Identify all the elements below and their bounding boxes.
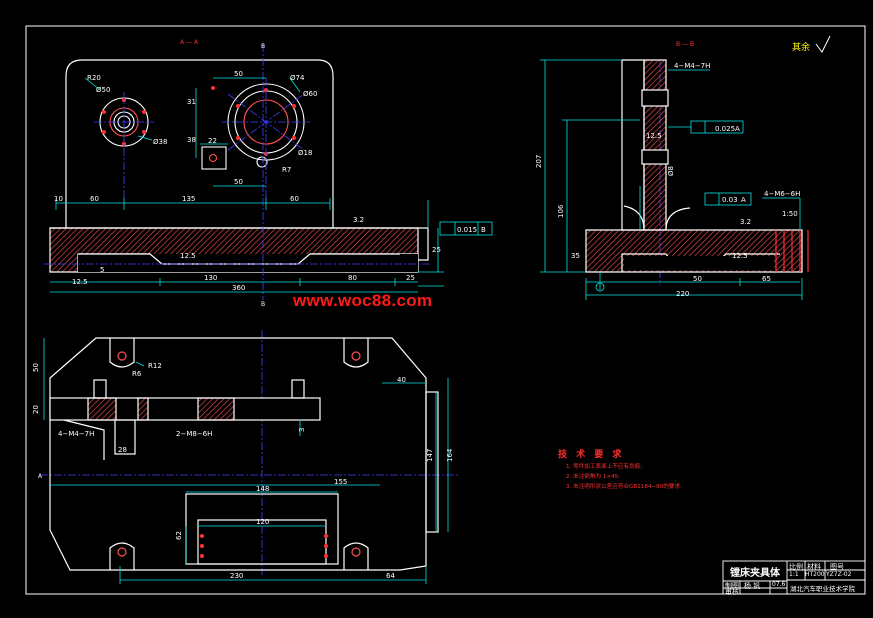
small-slot — [201, 146, 268, 170]
dim-80: 80 — [348, 274, 357, 282]
drawing-frame — [25, 25, 866, 595]
dim-d38: Ø38 — [153, 138, 167, 146]
dim-4-m4-plan: 4−M4−7H — [58, 430, 94, 438]
title-block-name: 镗床夹具体 — [730, 568, 780, 579]
dim-120: 120 — [256, 518, 269, 526]
dim-230: 230 — [230, 572, 243, 580]
dim-22: 22 — [208, 137, 217, 145]
dim-50-plan: 50 — [32, 363, 40, 372]
dim-31: 31 — [187, 98, 196, 106]
dim-12-5-side: 12.5 — [646, 132, 662, 140]
front-dim-texts: R20 Ø50 Ø38 50 Ø74 Ø60 31 38 22 50 Ø18 R… — [54, 70, 486, 292]
dim-38: 38 — [187, 136, 196, 144]
section-b-top: B — [261, 43, 265, 50]
dim-155: 155 — [334, 478, 347, 486]
dim-50-bottom: 50 — [234, 178, 243, 186]
dim-tol-0-03: 0.03 — [722, 196, 738, 204]
dim-datum-b: B — [481, 226, 486, 234]
dim-r6: R6 — [132, 370, 142, 378]
tech-requirements-title: 技 术 要 求 — [558, 450, 625, 460]
dim-25: 25 — [406, 274, 415, 282]
plan-holes — [200, 534, 328, 558]
title-block-checked-label: 审核 — [725, 588, 739, 596]
section-a-left: A — [38, 473, 43, 480]
rest-roughness-label: 其余 — [792, 41, 810, 53]
dim-65: 65 — [762, 275, 771, 283]
dim-207: 207 — [535, 155, 543, 168]
dim-d74: Ø74 — [290, 74, 305, 82]
title-block-frame — [722, 560, 866, 595]
plan-view — [49, 337, 439, 571]
dim-d60: Ø60 — [303, 90, 317, 98]
dim-tol-0-015: 0.015 — [457, 226, 477, 234]
dim-106: 106 — [557, 204, 565, 218]
title-block-drawing-no-value: YZ7Z-02 — [826, 571, 852, 578]
dim-130: 130 — [204, 274, 217, 282]
dim-3-2-side: 3.2 — [740, 218, 751, 226]
front-dimension-lines — [50, 77, 493, 293]
dim-25-v: 25 — [432, 246, 441, 254]
title-block-drawn-name: 杨 钒 — [744, 582, 761, 590]
title-block-material-label: 材料 — [807, 563, 821, 571]
dim-5: 5 — [100, 266, 104, 274]
dim-60-left: 60 — [90, 195, 99, 203]
dim-360: 360 — [232, 284, 245, 292]
dim-3-plan: 3 — [298, 428, 306, 432]
dim-datum-a: A — [735, 125, 740, 133]
plan-dim-texts: 50 R12 R6 20 40 4−M4−7H 2−M8−6H 28 147 1… — [32, 362, 454, 580]
dim-r7: R7 — [282, 166, 291, 174]
dim-50-top: 50 — [234, 70, 243, 78]
dim-10: 10 — [54, 195, 63, 203]
dim-d50: Ø50 — [96, 86, 110, 94]
dim-60-right: 60 — [290, 195, 299, 203]
side-dim-texts: 4−M4−7H 0.025 A 12.5 207 106 35 4−M6−6H … — [535, 62, 800, 298]
dim-20: 20 — [32, 405, 40, 414]
dim-datum-a-2: A — [741, 196, 746, 204]
watermark-url: www.woc88.com — [293, 291, 433, 310]
dim-147: 147 — [426, 449, 434, 462]
dim-50-side: 50 — [693, 275, 702, 283]
dim-r12: R12 — [148, 362, 162, 370]
dim-d8: Ø8 — [667, 166, 675, 176]
dim-148: 148 — [256, 485, 269, 493]
tech-requirement-1: 1. 零件加工表面上不应有划痕; — [566, 464, 643, 470]
title-block-drawn-date: 07.6 — [772, 581, 786, 588]
dim-64: 64 — [386, 572, 395, 580]
dim-d18: Ø18 — [298, 149, 312, 157]
title-block-drawn-label: 制图 — [725, 582, 739, 590]
title-block-school: 湖北汽车职业技术学院 — [790, 585, 855, 593]
plan-dimension-lines — [43, 338, 449, 584]
section-b-bottom: B — [261, 301, 265, 308]
dim-12-5-front: 12.5 — [180, 252, 196, 260]
title-block-drawing-no-label: 图号 — [830, 563, 844, 571]
dim-135: 135 — [182, 195, 195, 203]
dim-4-m4: 4−M4−7H — [674, 62, 710, 70]
dim-28: 28 — [118, 446, 127, 454]
title-block-scale-label: 比例 — [789, 563, 803, 571]
tech-requirement-2: 2. 未注倒角为 1×45; — [566, 474, 621, 480]
dim-40: 40 — [397, 376, 406, 384]
dim-tol-0-025: 0.025 — [715, 125, 735, 133]
title-block-material-value: HT200 — [805, 571, 825, 578]
dim-12-5-side-b: 12.5 — [732, 252, 748, 260]
dim-35: 35 — [571, 252, 580, 260]
dim-3-2-front: 3.2 — [353, 216, 364, 224]
dim-62: 62 — [175, 531, 183, 540]
dim-4-m6: 4−M6−6H — [764, 190, 800, 198]
dim-164: 164 — [446, 448, 454, 462]
front-view-label: A — A — [180, 39, 199, 46]
dim-220: 220 — [676, 290, 689, 298]
tech-requirement-3: 3. 未注明形状公差应符合GB1184−80的要求. — [566, 484, 682, 490]
side-dimension-lines — [540, 59, 803, 300]
dim-12-5-left: 12.5 — [72, 278, 88, 286]
front-view — [49, 59, 429, 273]
side-view-label: B — B — [676, 41, 694, 48]
title-block-scale-value: 1:1 — [789, 571, 799, 578]
dim-r20: R20 — [87, 74, 101, 82]
roughness-icon — [815, 35, 831, 53]
dim-ratio: 1:50 — [782, 210, 798, 218]
dim-2-m8: 2−M8−6H — [176, 430, 212, 438]
side-view — [585, 59, 809, 273]
